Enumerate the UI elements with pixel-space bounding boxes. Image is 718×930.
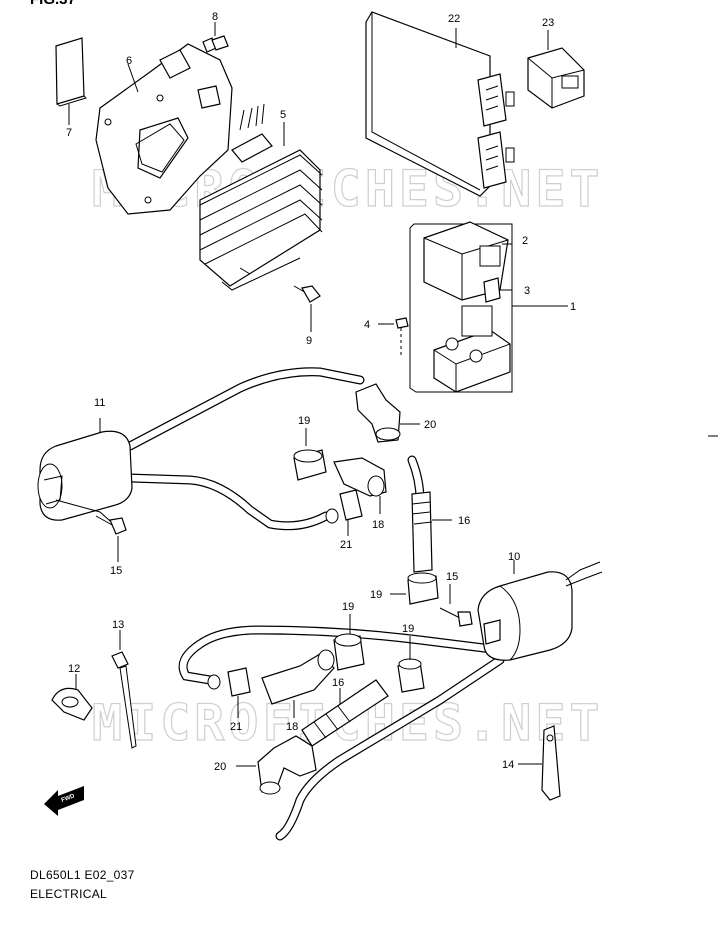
part-4-screw xyxy=(378,317,409,356)
callout-21-upper: 21 xyxy=(340,539,352,551)
callout-3: 3 xyxy=(524,285,530,297)
callout-2: 2 xyxy=(522,235,528,247)
part-1-starter-relay xyxy=(409,221,568,393)
part-13-cable-tie xyxy=(111,630,137,749)
part-15-bolt-right xyxy=(439,584,473,627)
callout-9: 9 xyxy=(306,335,312,347)
callout-10: 10 xyxy=(508,551,520,563)
part-23-connector xyxy=(527,30,585,109)
callout-20-lower: 20 xyxy=(214,761,226,773)
callout-14: 14 xyxy=(502,759,514,771)
callout-15-right: 15 xyxy=(446,571,458,583)
callout-11: 11 xyxy=(94,397,105,409)
part-10-ignition-coil xyxy=(477,560,603,661)
callout-1: 1 xyxy=(570,301,576,313)
callout-19-lower: 19 xyxy=(342,601,354,613)
callout-20-upper: 20 xyxy=(424,419,436,431)
callout-19-upper: 19 xyxy=(298,415,310,427)
callout-22: 22 xyxy=(448,13,460,25)
upper-cord-routing xyxy=(125,367,425,565)
part-18-seal-upper xyxy=(390,572,439,605)
callout-12: 12 xyxy=(68,663,80,675)
part-21-grommet-upper xyxy=(325,489,363,536)
callout-17-lower: 18 xyxy=(286,721,298,733)
part-16-plug-cap-lower xyxy=(301,679,389,747)
part-17-boot-upper xyxy=(333,457,387,514)
part-16-plug-cap-upper xyxy=(411,491,452,573)
part-12-clamp xyxy=(51,674,93,721)
part-17-boot-lower xyxy=(261,649,335,718)
part-15-bolt-left xyxy=(95,515,127,562)
part-8-bolt xyxy=(202,22,229,53)
callout-5: 5 xyxy=(280,109,286,121)
part-6-bracket xyxy=(95,43,233,215)
part-11-ignition-coil xyxy=(37,418,133,529)
callout-15-left: 15 xyxy=(110,565,122,577)
footer-section-title: ELECTRICAL xyxy=(30,887,108,901)
callout-17-upper: 18 xyxy=(372,519,384,531)
part-14-strap xyxy=(518,725,561,801)
callout-6: 6 xyxy=(126,55,132,67)
part-5-regulator xyxy=(199,103,323,291)
fwd-label: FWD xyxy=(61,793,77,804)
callout-23: 23 xyxy=(542,17,554,29)
callout-16-upper: 16 xyxy=(458,515,470,527)
part-19-sleeve-lower xyxy=(333,614,365,671)
callout-21-lower: 21 xyxy=(230,721,242,733)
part-20-cap-upper xyxy=(355,383,420,443)
figure-label: FIG.37 xyxy=(30,0,76,8)
callout-13: 13 xyxy=(112,619,124,631)
part-18-seal-lower xyxy=(397,636,425,693)
part-21-grommet-lower xyxy=(207,667,251,718)
part-7-pad xyxy=(55,37,87,125)
callout-18-upper: 19 xyxy=(370,589,382,601)
lower-cord-routing xyxy=(178,625,505,841)
callout-16-lower: 16 xyxy=(332,677,344,689)
part-19-sleeve-upper xyxy=(293,428,327,481)
callout-8: 8 xyxy=(212,11,218,23)
part-20-cap-lower xyxy=(236,735,317,795)
footer-model-code: DL650L1 E02_037 xyxy=(30,868,135,882)
callout-4: 4 xyxy=(364,319,370,331)
callout-numbers: 8 22 23 6 5 7 2 3 1 4 9 11 19 20 18 16 2… xyxy=(66,11,576,773)
part-9-bolt xyxy=(293,285,321,332)
fwd-arrow-icon: FWD xyxy=(44,786,84,816)
part-22-ecm xyxy=(365,11,515,197)
callout-18-lower: 19 xyxy=(402,623,414,635)
callout-7: 7 xyxy=(66,127,72,139)
